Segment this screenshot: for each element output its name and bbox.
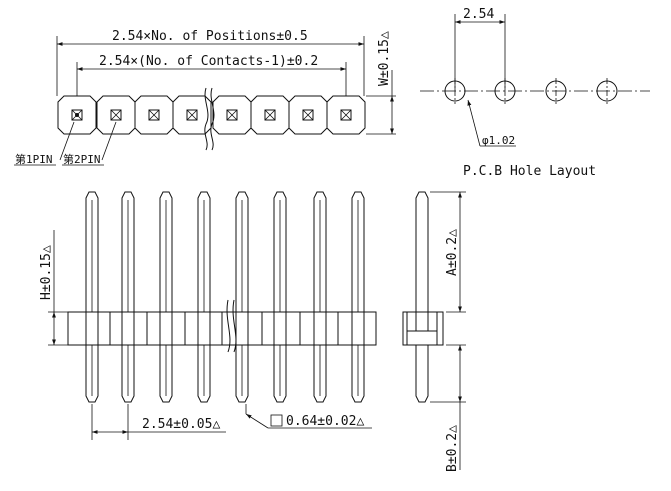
contacts-dim-text: 2.54×(No. of Contacts-1)±0.2 xyxy=(99,54,318,69)
header-top-cells xyxy=(57,95,366,135)
pin-through-body xyxy=(313,311,327,346)
pin-cross xyxy=(340,109,352,121)
positions-dim-text: 2.54×No. of Positions±0.5 xyxy=(112,29,308,44)
pin-cross xyxy=(302,109,314,121)
pin-through-body xyxy=(121,311,135,346)
pin-square xyxy=(264,109,276,121)
hole-diameter-text: φ1.02 xyxy=(482,134,515,147)
lower-pin-dim-text: B±0.2△ xyxy=(445,425,460,472)
pin-square xyxy=(340,109,352,121)
pin1-label: 第1PIN xyxy=(15,152,53,166)
front-view: H±0.15△ 2.54±0.05△ 0.64±0.02△ xyxy=(39,191,377,440)
pin-cross xyxy=(226,109,238,121)
upper-pin-dim-text: A±0.2△ xyxy=(445,229,460,276)
width-dim-text: W±0.15△ xyxy=(377,31,392,86)
pcb-hole-layout-title: P.C.B Hole Layout xyxy=(463,164,596,179)
pin-square xyxy=(226,109,238,121)
pin-square xyxy=(110,109,122,121)
pin-cross xyxy=(148,109,160,121)
pin-through-body xyxy=(159,311,173,346)
pin-square xyxy=(186,109,198,121)
front-pins xyxy=(85,191,365,403)
pitch-dim-text: 2.54 xyxy=(463,7,494,22)
top-break-line xyxy=(204,87,209,151)
pin-cross xyxy=(186,109,198,121)
pin-square xyxy=(302,109,314,121)
pin-pitch-dim-text: 2.54±0.05△ xyxy=(142,417,220,432)
height-dim-text: H±0.15△ xyxy=(39,245,54,300)
top-view: 2.54×No. of Positions±0.5 2.54×(No. of C… xyxy=(14,29,396,166)
side-view: A±0.2△ B±0.2△ xyxy=(402,191,466,472)
front-break-line xyxy=(226,299,231,353)
pin-square xyxy=(71,109,83,121)
pin-through-body xyxy=(85,311,99,346)
pin-through-body xyxy=(273,311,287,346)
pin-through-body xyxy=(351,311,365,346)
pin-through-body xyxy=(197,311,211,346)
pin-through-body xyxy=(235,311,249,346)
pcb-holes xyxy=(444,78,618,104)
pin1-marker xyxy=(75,113,79,117)
pin-cross xyxy=(264,109,276,121)
front-body xyxy=(67,311,377,346)
pin2-label: 第2PIN xyxy=(63,152,101,166)
pin-section-dim-text: 0.64±0.02△ xyxy=(286,414,364,429)
pcb-hole-layout: 2.54 φ1.02 P.C.B Hole Layout xyxy=(420,7,650,179)
pin-cross xyxy=(110,109,122,121)
pin-square xyxy=(148,109,160,121)
